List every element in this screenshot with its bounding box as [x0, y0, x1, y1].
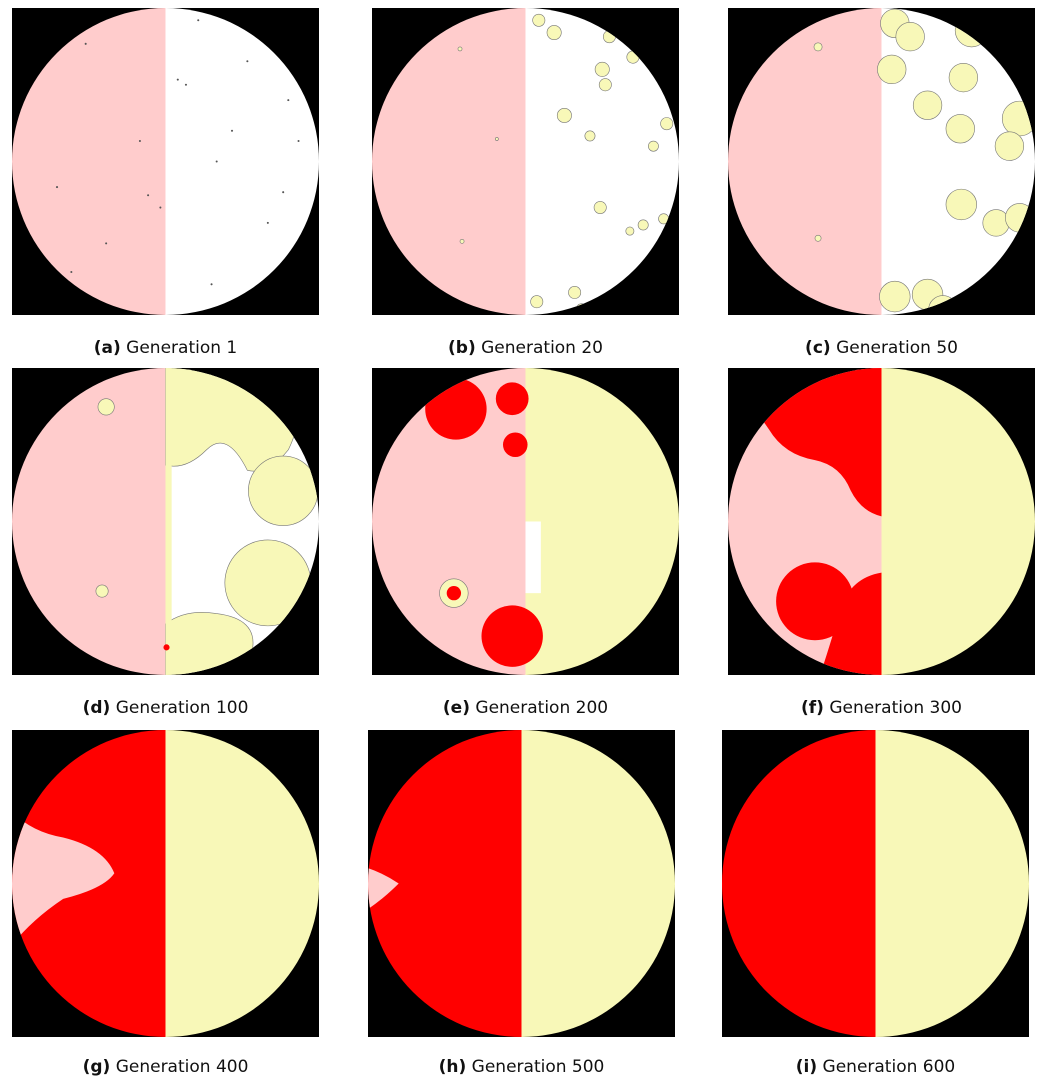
panel-title: Generation 20 — [481, 338, 603, 358]
panel-label: (c) — [805, 338, 831, 358]
panel-caption: (a) Generation 1 — [12, 338, 319, 358]
panel-title: Generation 1 — [126, 338, 238, 358]
panel-label: (f) — [800, 698, 824, 718]
panel-label: (b) — [448, 338, 476, 358]
panel-caption: (b) Generation 20 — [372, 338, 679, 358]
panel-caption: (e) Generation 200 — [372, 698, 679, 718]
panel-caption: (h) Generation 500 — [368, 1057, 675, 1077]
panel-h: (h) Generation 500 — [368, 730, 675, 1082]
panel-label: (h) — [438, 1057, 467, 1077]
simulation-frame — [722, 730, 1029, 1037]
simulation-frame — [728, 368, 1035, 675]
panel-label: (a) — [93, 338, 121, 358]
panel-label: (g) — [82, 1057, 111, 1077]
panel-title: Generation 500 — [471, 1057, 605, 1077]
panel-title: Generation 600 — [822, 1057, 956, 1077]
panel-title: Generation 200 — [475, 698, 609, 718]
panel-caption: (d) Generation 100 — [12, 698, 319, 718]
simulation-frame — [372, 8, 679, 315]
panel-caption: (c) Generation 50 — [728, 338, 1035, 358]
simulation-frame — [12, 730, 319, 1037]
simulation-frame — [728, 8, 1035, 315]
panel-title: Generation 50 — [836, 338, 958, 358]
panel-caption: (g) Generation 400 — [12, 1057, 319, 1077]
panel-label: (i) — [795, 1057, 818, 1077]
panel-e: (e) Generation 200 — [372, 368, 679, 723]
panel-c: (c) Generation 50 — [728, 8, 1035, 363]
panel-label: (e) — [442, 698, 470, 718]
panel-d: (d) Generation 100 — [12, 368, 319, 723]
simulation-frame — [368, 730, 675, 1037]
panel-label: (d) — [82, 698, 111, 718]
panel-caption: (f) Generation 300 — [728, 698, 1035, 718]
panel-i: (i) Generation 600 — [722, 730, 1029, 1082]
simulation-frame — [12, 368, 319, 675]
simulation-frame — [12, 8, 319, 315]
panel-title: Generation 300 — [829, 698, 963, 718]
panel-title: Generation 400 — [115, 1057, 249, 1077]
panel-title: Generation 100 — [115, 698, 249, 718]
panel-caption: (i) Generation 600 — [722, 1057, 1029, 1077]
panel-b: (b) Generation 20 — [372, 8, 679, 363]
panel-a: (a) Generation 1 — [12, 8, 319, 363]
simulation-frame — [372, 368, 679, 675]
panel-f: (f) Generation 300 — [728, 368, 1035, 723]
panel-g: (g) Generation 400 — [12, 730, 319, 1082]
